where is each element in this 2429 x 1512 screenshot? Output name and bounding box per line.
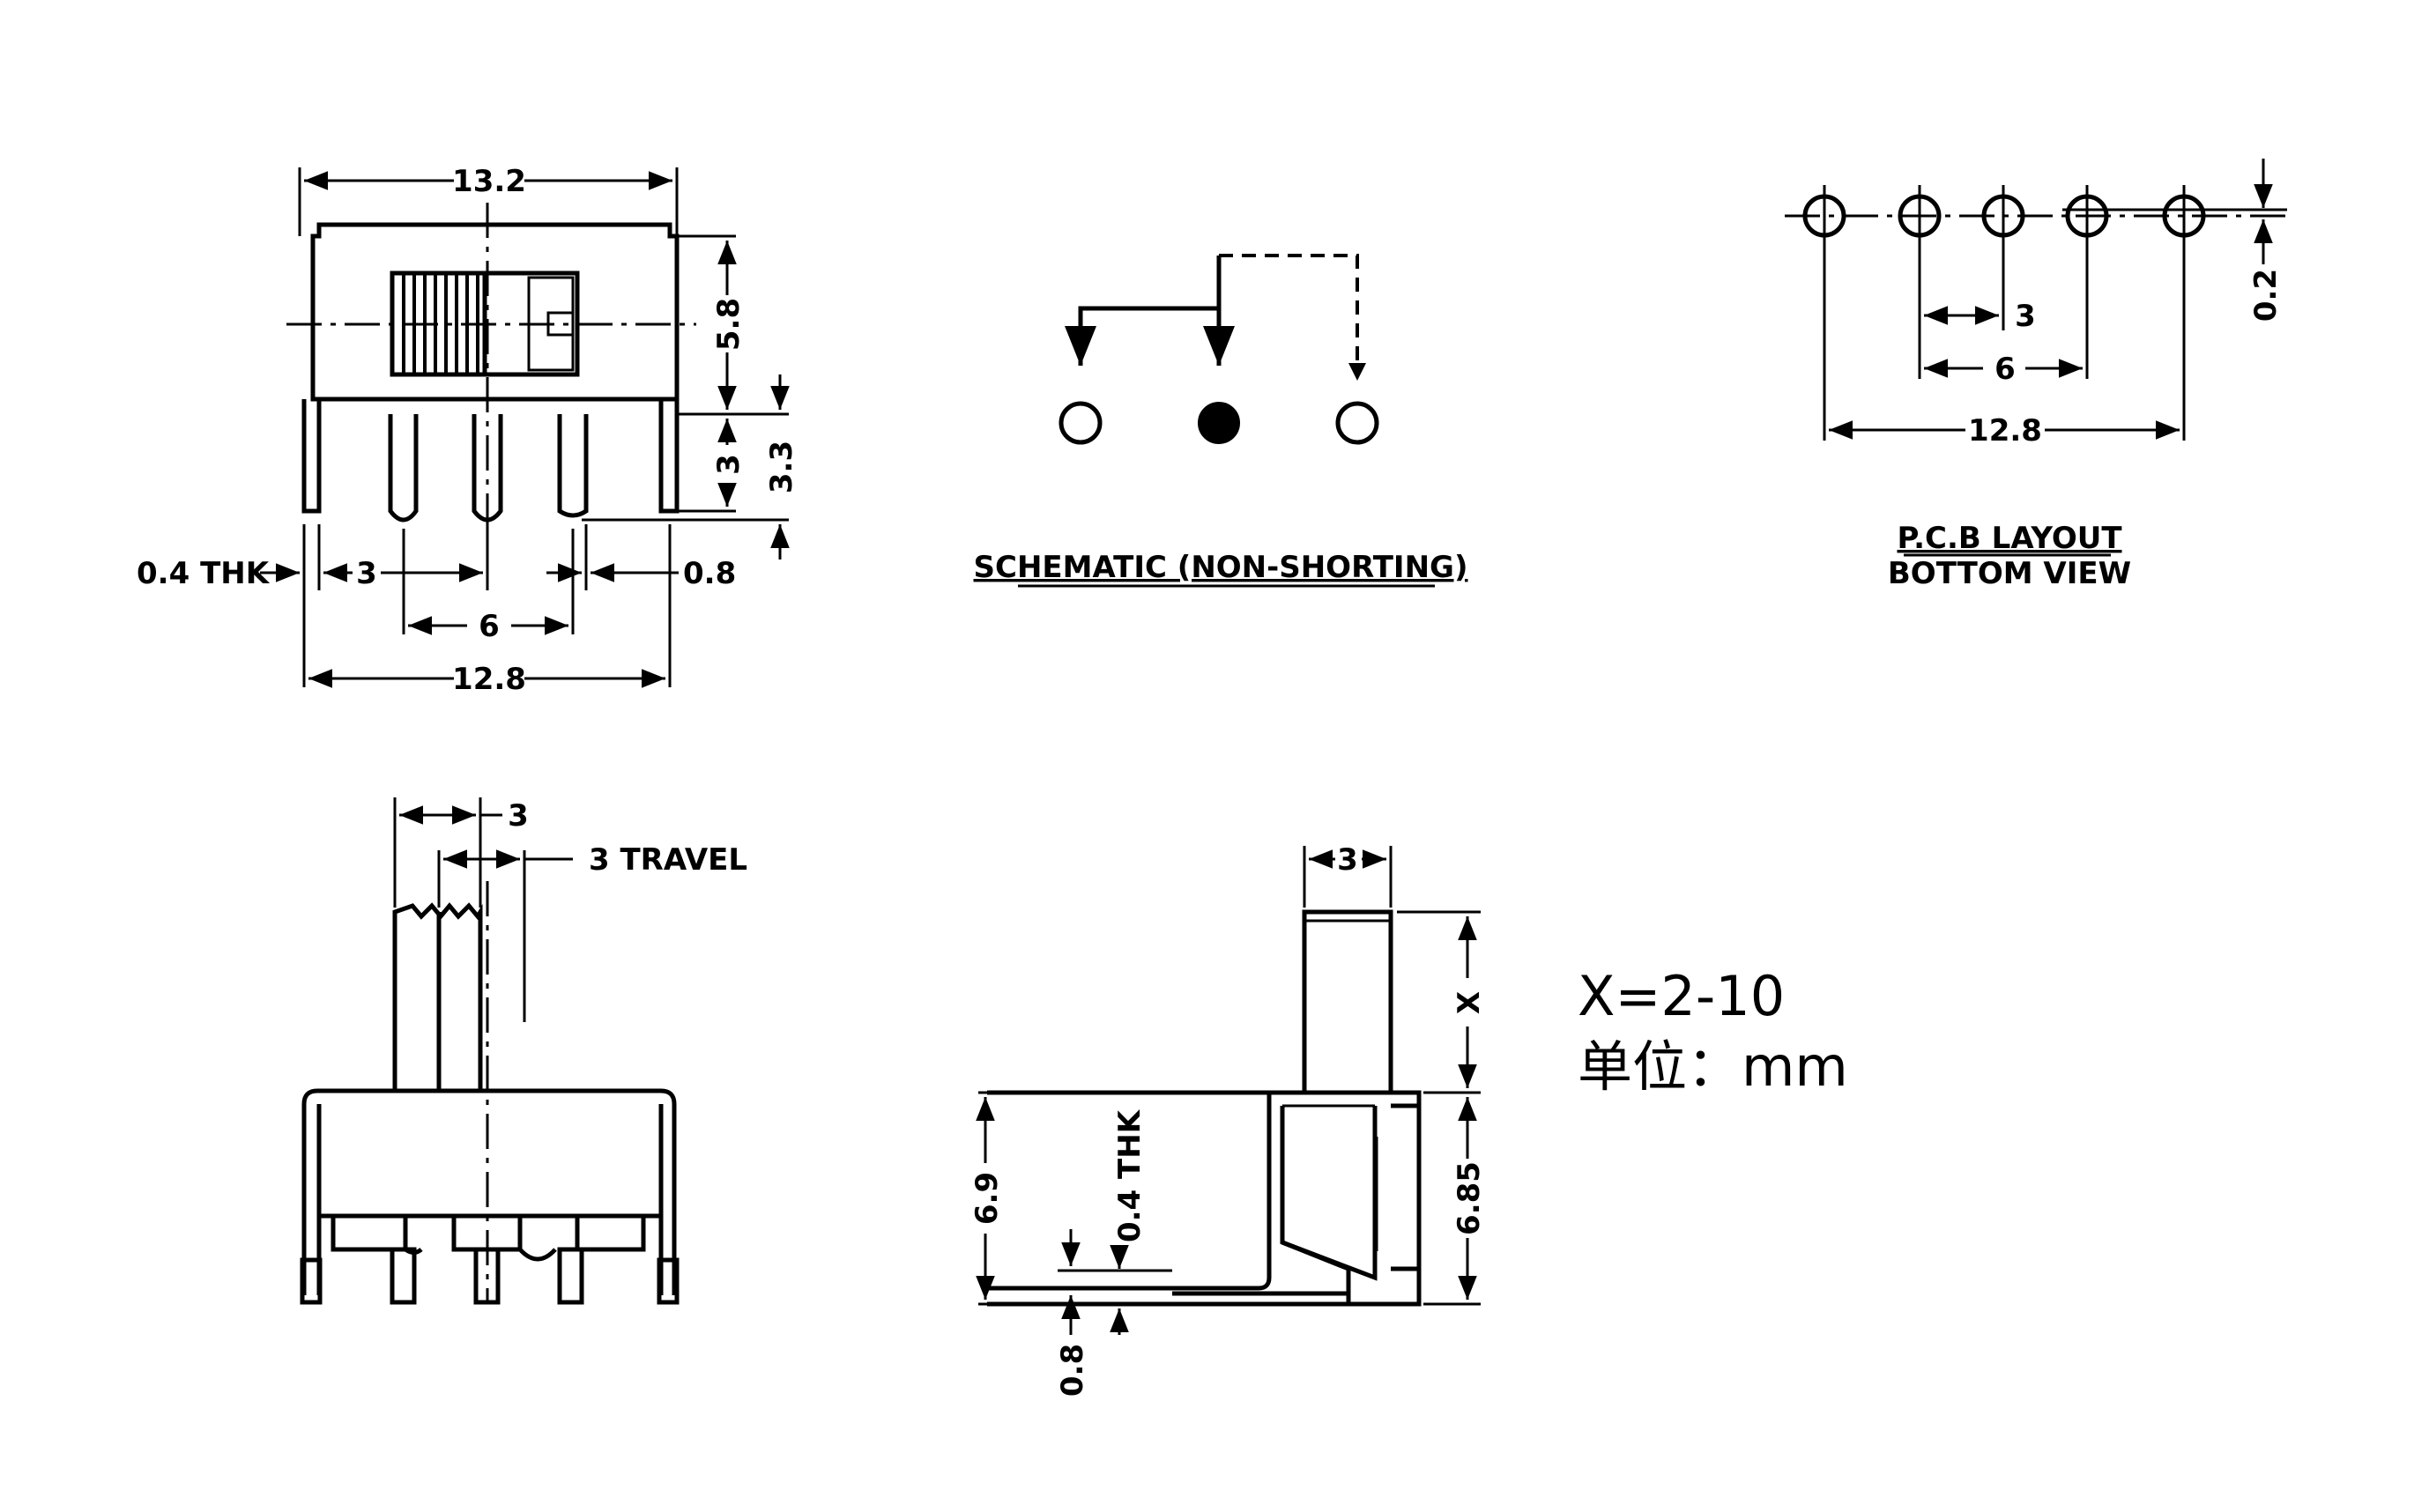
side-dim-actuator-width: 3 [508,798,529,834]
side-view: 3 3 TRAVEL [300,797,747,1305]
pcb-dim-offset: 0.2 [2248,269,2284,322]
front-view: 13.2 5.8 3 3.3 0.4 THK 3 0.8 [137,164,799,697]
schematic-title: SCHEMATIC (NON-SHORTING) [974,550,1468,585]
pcb-layout-view: 3 6 12.8 0.2 P.C.B LAYOUT BOTTOM VIEW [1785,159,2287,591]
dim-pin-span-outer: 12.8 [452,662,526,697]
pcb-holes [1802,185,2206,247]
dim-pin-total-height: 3.3 [764,441,799,493]
profile-dim-actuator-height: X [1452,991,1487,1014]
pcb-title: P.C.B LAYOUT [1897,521,2122,556]
profile-view: 3 X 6.85 6.9 0.4 THK 0.8 [969,842,1487,1397]
pcb-dim-pitch: 3 [2015,299,2036,334]
dim-pin-thickness: 0.4 THK [137,556,271,591]
dim-pin-width: 0.8 [683,556,736,591]
profile-dim-body-height-right: 6.85 [1452,1161,1487,1235]
profile-dim-terminal-offset: 0.8 [1055,1344,1090,1397]
dim-body-height: 5.8 [711,298,747,351]
pcb-subtitle: BOTTOM VIEW [1888,556,2131,591]
dim-pin-height: 3 [711,454,747,475]
profile-dim-body-height-left: 6.9 [969,1172,1005,1225]
profile-dim-actuator-width: 3 [1337,842,1358,878]
pcb-dim-span-inner: 6 [1994,352,2016,387]
pcb-dim-span-outer: 12.8 [1968,413,2042,448]
dim-pin-span-inner: 6 [479,609,500,644]
dim-pin-pitch: 3 [356,556,377,591]
note-x-range: X=2-10 [1578,964,1785,1028]
note-unit: 单位：mm [1578,1034,1848,1099]
schematic-view: SCHEMATIC (NON-SHORTING) [974,254,1468,588]
dim-body-width: 13.2 [452,164,526,199]
profile-dim-terminal-thickness: 0.4 THK [1112,1108,1148,1242]
side-dim-travel: 3 TRAVEL [589,842,747,878]
